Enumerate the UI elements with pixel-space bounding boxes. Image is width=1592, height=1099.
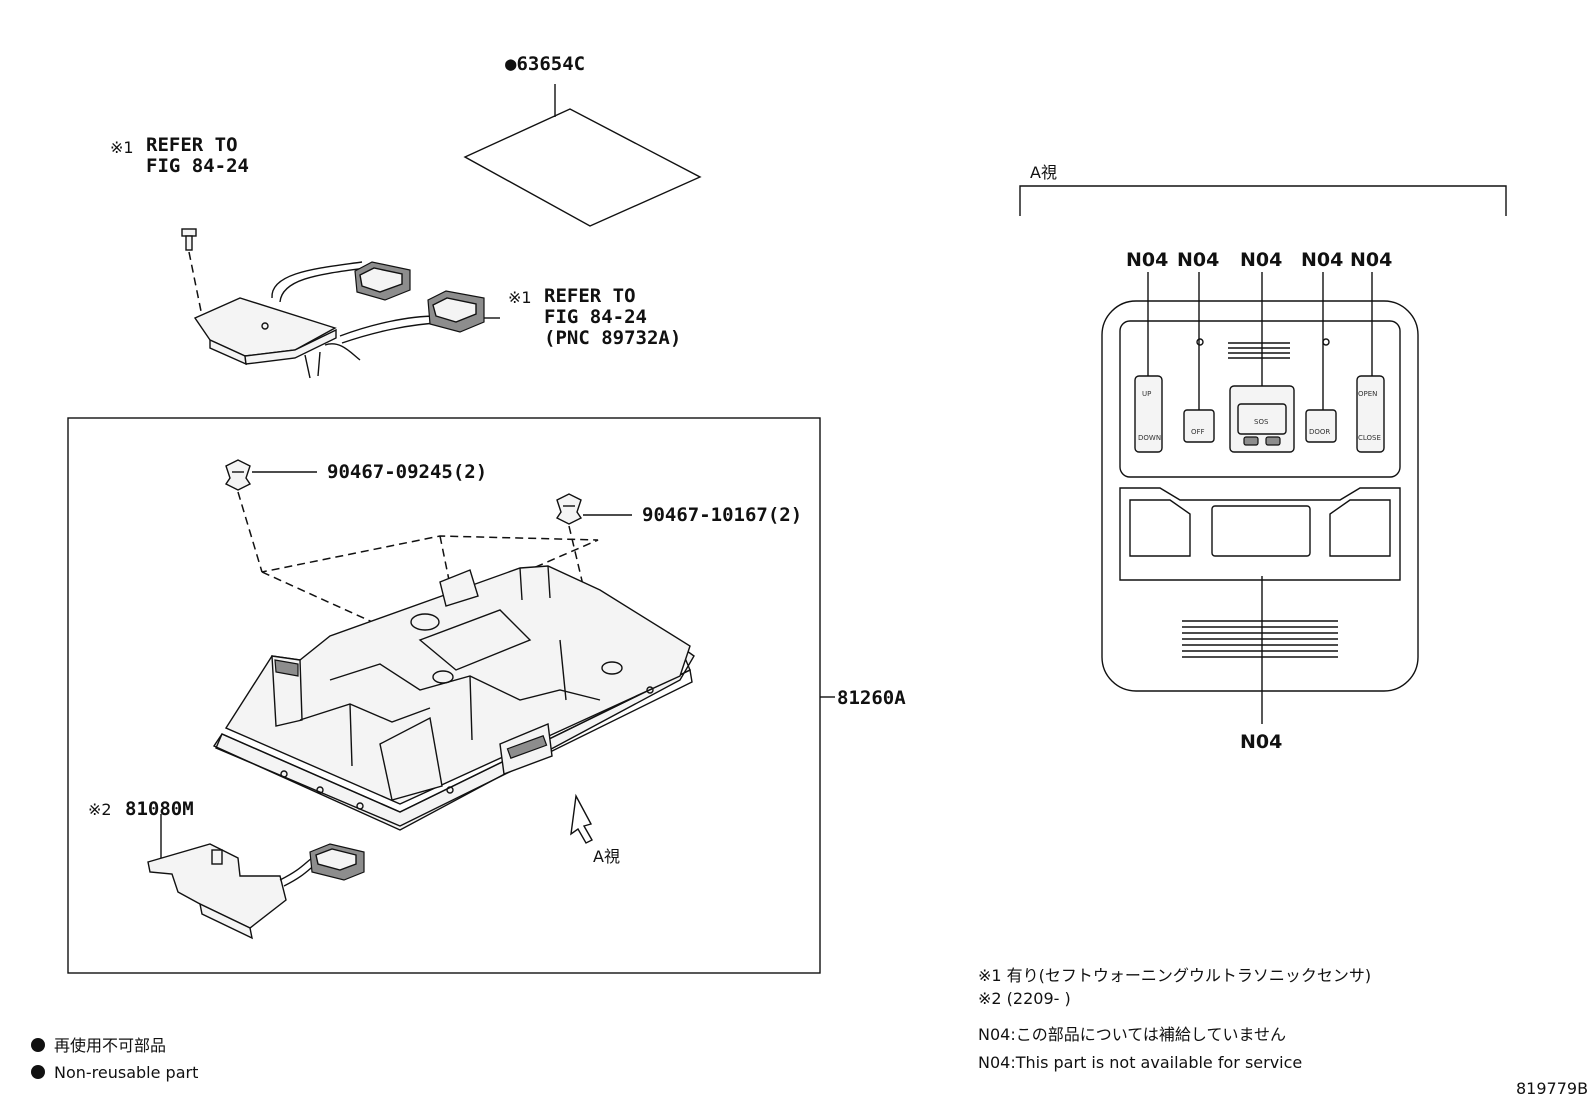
btn3-label: SOS: [1254, 418, 1269, 426]
sensor-module: [181, 228, 500, 379]
btn1-top-label: UP: [1142, 390, 1151, 398]
ref2-mark: ※1: [508, 288, 532, 307]
clip-90467-09245: [224, 459, 317, 573]
ref2-line2: FIG 84-24: [544, 306, 647, 328]
btn1-bottom-label: DOWN: [1138, 434, 1161, 442]
room-light-off-button[interactable]: [1183, 409, 1215, 443]
n04-label-6: N04: [1240, 731, 1282, 753]
view-a-bracket-line: [1019, 185, 1507, 216]
n04-label-1: N04: [1126, 249, 1168, 271]
note-n04-jp: N04:この部品については補給していません: [978, 1025, 1286, 1044]
legend-jp: 再使用不可部品: [54, 1036, 166, 1055]
n04-label-2: N04: [1177, 249, 1219, 271]
map-lamp-left-lens: [1129, 499, 1191, 557]
label-63654c: ●63654C: [505, 53, 585, 75]
n04-label-3: N04: [1240, 249, 1282, 271]
sos-button[interactable]: [1237, 403, 1287, 435]
ref2-line1: REFER TO: [544, 285, 636, 307]
vent-grille-bottom: [1182, 620, 1338, 658]
overhead-console-housing: [212, 535, 695, 831]
center-lamp-lens: [1211, 505, 1311, 557]
room-light-door-button[interactable]: [1305, 409, 1337, 443]
bracket-mark: ※2: [88, 800, 112, 819]
ref2-line3: (PNC 89732A): [544, 327, 681, 349]
label-90467-09245: 90467-09245(2): [327, 461, 487, 483]
ref1-line2: FIG 84-24: [146, 155, 249, 177]
gasket-sheet: [463, 84, 702, 227]
legend-bullet-icon: [31, 1065, 45, 1079]
ref1-line1: REFER TO: [146, 134, 238, 156]
btn4-label: DOOR: [1309, 428, 1330, 436]
ref1-mark: ※1: [110, 138, 134, 157]
note-1: ※1 有り(セフトウォーニングウルトラソニックセンサ): [978, 966, 1371, 985]
label-90467-10167: 90467-10167(2): [642, 504, 802, 526]
n04-label-5: N04: [1350, 249, 1392, 271]
view-a-arrow: [570, 793, 593, 844]
n04-label-4: N04: [1301, 249, 1343, 271]
console-front-view: UP DOWN OFF SOS DOOR OPEN CLOSE: [1101, 300, 1419, 692]
map-lamp-right-lens: [1329, 499, 1391, 557]
note-2: ※2 (2209- ): [978, 989, 1071, 1008]
console-assembly-frame: [67, 417, 821, 974]
sunroof-slide-button[interactable]: [1356, 375, 1385, 453]
figure-id: 819779B: [1516, 1079, 1588, 1098]
legend-bullet-icon: [31, 1038, 45, 1052]
label-81080m: 81080M: [125, 798, 194, 820]
btn5-bottom-label: CLOSE: [1358, 434, 1381, 442]
label-81260a: 81260A: [837, 687, 906, 709]
bracket-81080m: [147, 814, 365, 940]
legend-en: Non-reusable part: [54, 1063, 198, 1082]
n04-leaders: [1147, 272, 1373, 724]
view-a-title: A視: [1030, 163, 1057, 182]
label-view-a: A視: [593, 847, 620, 866]
note-n04-en: N04:This part is not available for servi…: [978, 1053, 1302, 1072]
vent-grille-top: [1228, 342, 1290, 359]
btn2-label: OFF: [1191, 428, 1205, 436]
btn5-top-label: OPEN: [1358, 390, 1377, 398]
